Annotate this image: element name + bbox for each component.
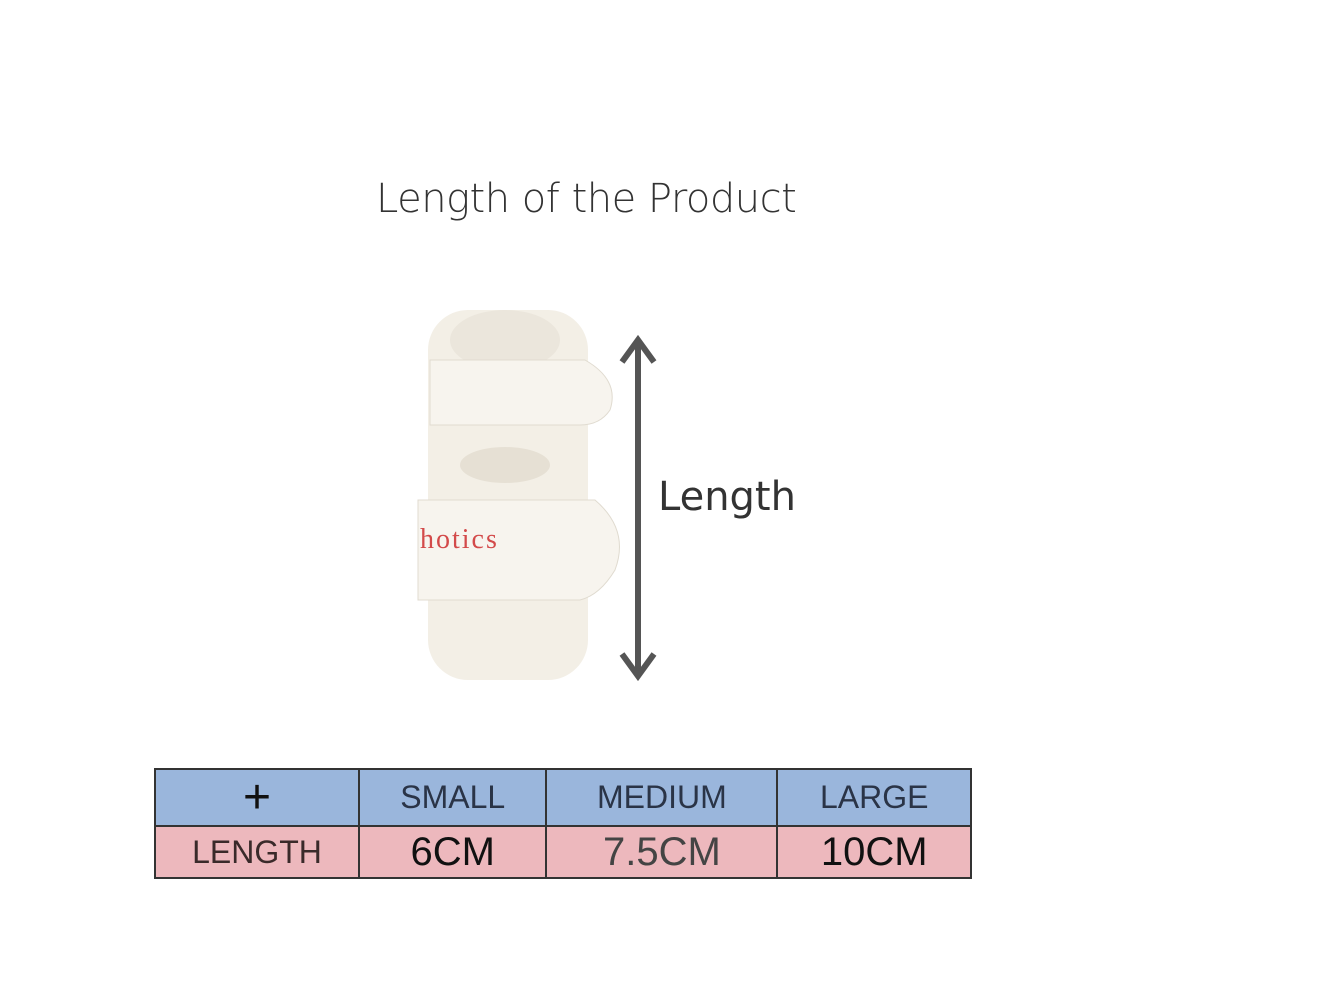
header-large: LARGE	[776, 768, 972, 827]
arrow-up-icon	[619, 334, 657, 364]
row-label: LENGTH	[154, 825, 360, 879]
table-header-row: + SMALL MEDIUM LARGE	[154, 768, 972, 827]
header-small: SMALL	[357, 768, 548, 827]
plus-icon: +	[154, 768, 360, 827]
value-medium: 7.5CM	[545, 825, 779, 879]
page-title: Length of the Product	[376, 176, 797, 222]
size-table: + SMALL MEDIUM LARGE LENGTH 6CM 7.5CM 10…	[154, 768, 972, 879]
value-small: 6CM	[357, 825, 548, 879]
product-print: hotics	[420, 524, 499, 555]
finger-splint-image: hotics	[417, 310, 657, 682]
arrow-down-icon	[619, 652, 657, 682]
length-label: Length	[658, 474, 796, 520]
value-large: 10CM	[776, 825, 972, 879]
table-row: LENGTH 6CM 7.5CM 10CM	[154, 825, 972, 879]
header-medium: MEDIUM	[545, 768, 779, 827]
